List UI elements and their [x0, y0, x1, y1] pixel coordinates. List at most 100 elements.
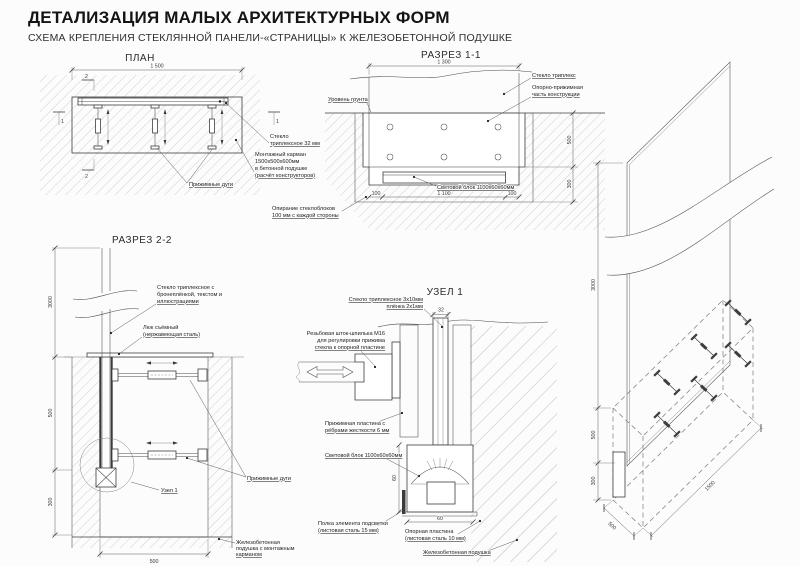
s22-wall-right	[208, 357, 232, 537]
s11-label-ground: Уровень грунта	[327, 96, 372, 113]
s22-label-arcs: Прижимные дуги	[185, 379, 292, 483]
n1-label-cushion: Железобетонная подушка	[422, 538, 519, 557]
s11-light-block	[382, 171, 506, 184]
svg-text:Стекло триплексное с: Стекло триплексное с	[157, 285, 215, 291]
svg-text:1: 1	[61, 119, 64, 125]
svg-text:(расчёт конструкторов): (расчёт конструкторов)	[255, 173, 315, 179]
iso-break-band	[604, 156, 775, 276]
s22-label-node: Узел 1	[130, 481, 178, 495]
view-section-2-2: РАЗРЕЗ 2-2	[47, 234, 295, 566]
iso-anchors	[653, 299, 752, 438]
svg-text:Железобетонная подушка: Железобетонная подушка	[423, 550, 492, 556]
plan-section-marker-2-bottom: 2	[82, 159, 95, 181]
svg-text:Стекло триплекс: Стекло триплекс	[532, 73, 576, 79]
svg-text:1 100: 1 100	[437, 191, 450, 197]
n1-label-plate: Прижимная пластина с рёбрами жесткости 6…	[324, 411, 404, 435]
svg-text:1: 1	[276, 119, 279, 125]
s11-label-glass: Стекло триплекс	[502, 72, 577, 96]
svg-text:карманом: карманом	[236, 552, 262, 558]
svg-text:Узел 1: Узел 1	[161, 488, 178, 494]
plan-anchor-2	[150, 104, 167, 150]
n1-flange-plate	[391, 341, 401, 399]
svg-text:Железобетонная: Железобетонная	[236, 540, 280, 546]
s22-dim-bottom: 500	[97, 539, 211, 566]
svg-text:500: 500	[606, 521, 617, 531]
iso-pedestal	[612, 451, 626, 498]
view-plan: ПЛАН 1 500	[40, 52, 321, 195]
svg-text:500: 500	[591, 431, 597, 440]
svg-text:100 мм с каждой стороны: 100 мм с каждой стороны	[272, 212, 339, 219]
s11-dims-right: 500 300	[525, 110, 578, 205]
plan-glass-strip	[77, 97, 229, 106]
svg-text:иллюстрациями: иллюстрациями	[157, 299, 199, 305]
iso-pocket-dashed	[612, 299, 754, 529]
node1-title: УЗЕЛ 1	[427, 287, 464, 298]
n1-glass	[432, 317, 449, 446]
svg-text:2: 2	[85, 74, 88, 80]
svg-text:60: 60	[392, 475, 398, 481]
plan-pocket-outline	[71, 96, 243, 154]
s11-glass-panel	[368, 112, 520, 168]
plan-title: ПЛАН	[125, 53, 155, 64]
svg-text:Световой блок 1100х60х60мм: Световой блок 1100х60х60мм	[437, 184, 514, 191]
iso-glass-panel	[626, 61, 731, 467]
n1-dim-block-width: 60	[404, 515, 476, 525]
n1-top-break	[377, 319, 549, 328]
s22-label-cushion: Железобетонная подушка с монтажным карма…	[217, 537, 295, 559]
svg-text:(листовая сталь 10 мм): (листовая сталь 10 мм)	[405, 536, 466, 542]
s11-label-support: Опорно-прижимная часть конструкции	[486, 84, 584, 123]
plan-section-marker-1-right: 1	[268, 111, 280, 126]
s22-anchor-upper	[111, 361, 208, 382]
n1-label-glass: Стекло триплексное 3х10мм плёнка 2х1мм	[348, 296, 443, 327]
svg-text:подушка с монтажным: подушка с монтажным	[236, 546, 295, 552]
svg-text:100: 100	[508, 191, 517, 197]
svg-text:Опирание стеклоблоков: Опирание стеклоблоков	[272, 206, 335, 212]
n1-pressing-plate	[399, 324, 419, 438]
plan-section-marker-1-left: 1	[53, 111, 65, 126]
s11-glass-above	[349, 69, 533, 113]
n1-light-block	[406, 444, 474, 513]
svg-text:для регулировки прижима: для регулировки прижима	[317, 338, 386, 344]
svg-text:300: 300	[567, 180, 573, 189]
svg-text:300: 300	[591, 477, 597, 486]
svg-text:бронеплёнкой, текстом и: бронеплёнкой, текстом и	[157, 291, 222, 298]
plan-label-arcs: Прижимные дуги	[156, 147, 234, 189]
svg-text:Опорная пластина: Опорная пластина	[405, 529, 454, 535]
svg-text:Монтажный карман: Монтажный карман	[255, 151, 306, 158]
s22-hatch-plate	[86, 352, 214, 358]
n1-label-light: Световой блок 1100х60х60мм	[324, 451, 420, 477]
s22-label-hatch: Люк съёмный (нержавеющая сталь)	[117, 323, 201, 356]
svg-text:500: 500	[150, 559, 159, 565]
plan-label-pocket: Монтажный карман 1500х500х600мм в бетонн…	[234, 138, 316, 180]
svg-text:3000: 3000	[591, 279, 597, 291]
svg-text:Люк съёмный: Люк съёмный	[143, 324, 178, 331]
s11-cushion-outline	[354, 113, 534, 203]
svg-text:Прижимная пластина с: Прижимная пластина с	[325, 421, 385, 427]
s11-dim-1300: 1 300	[366, 59, 522, 75]
svg-text:Стекло триплексное 3х10мм: Стекло триплексное 3х10мм	[349, 297, 424, 303]
s22-detail-circle	[79, 437, 135, 493]
svg-text:1 500: 1 500	[150, 64, 163, 70]
n1-bottom-plates	[402, 511, 478, 517]
view-isometric: 3000 500 300 1500 500	[590, 61, 775, 540]
svg-text:1 300: 1 300	[437, 60, 450, 66]
n1-label-rod: Резьбовая шток-шпилька М16 для регулиров…	[306, 330, 387, 367]
svg-text:стекла к опорной пластине: стекла к опорной пластине	[315, 344, 385, 351]
s22-anchor-lower	[111, 441, 208, 462]
n1-shelf-bar	[402, 490, 406, 514]
svg-text:Прижимные дуги: Прижимные дуги	[189, 182, 233, 188]
sheet-title: ДЕТАЛИЗАЦИЯ МАЛЫХ АРХИТЕКТУРНЫХ ФОРМ	[28, 8, 450, 27]
plan-section-marker-2-top: 2	[82, 73, 95, 91]
s22-label-glass: Стекло триплексное с бронеплёнкой, текст…	[109, 284, 223, 335]
view-node-1: УЗЕЛ 1	[296, 286, 557, 562]
iso-dim-500: 500	[602, 499, 644, 540]
svg-text:плёнка 2х1мм: плёнка 2х1мм	[387, 304, 424, 310]
plan-label-glass: Стекло триплексное 32 мм	[224, 101, 321, 148]
s11-label-light: Световой блок 1100х60х60мм	[413, 176, 515, 192]
svg-text:в бетонной подушке: в бетонной подушке	[255, 165, 307, 172]
svg-text:2: 2	[85, 174, 88, 180]
svg-text:32: 32	[438, 308, 444, 314]
svg-text:Прижимные дуги: Прижимные дуги	[247, 476, 291, 482]
plan-anchor-3	[207, 104, 224, 150]
